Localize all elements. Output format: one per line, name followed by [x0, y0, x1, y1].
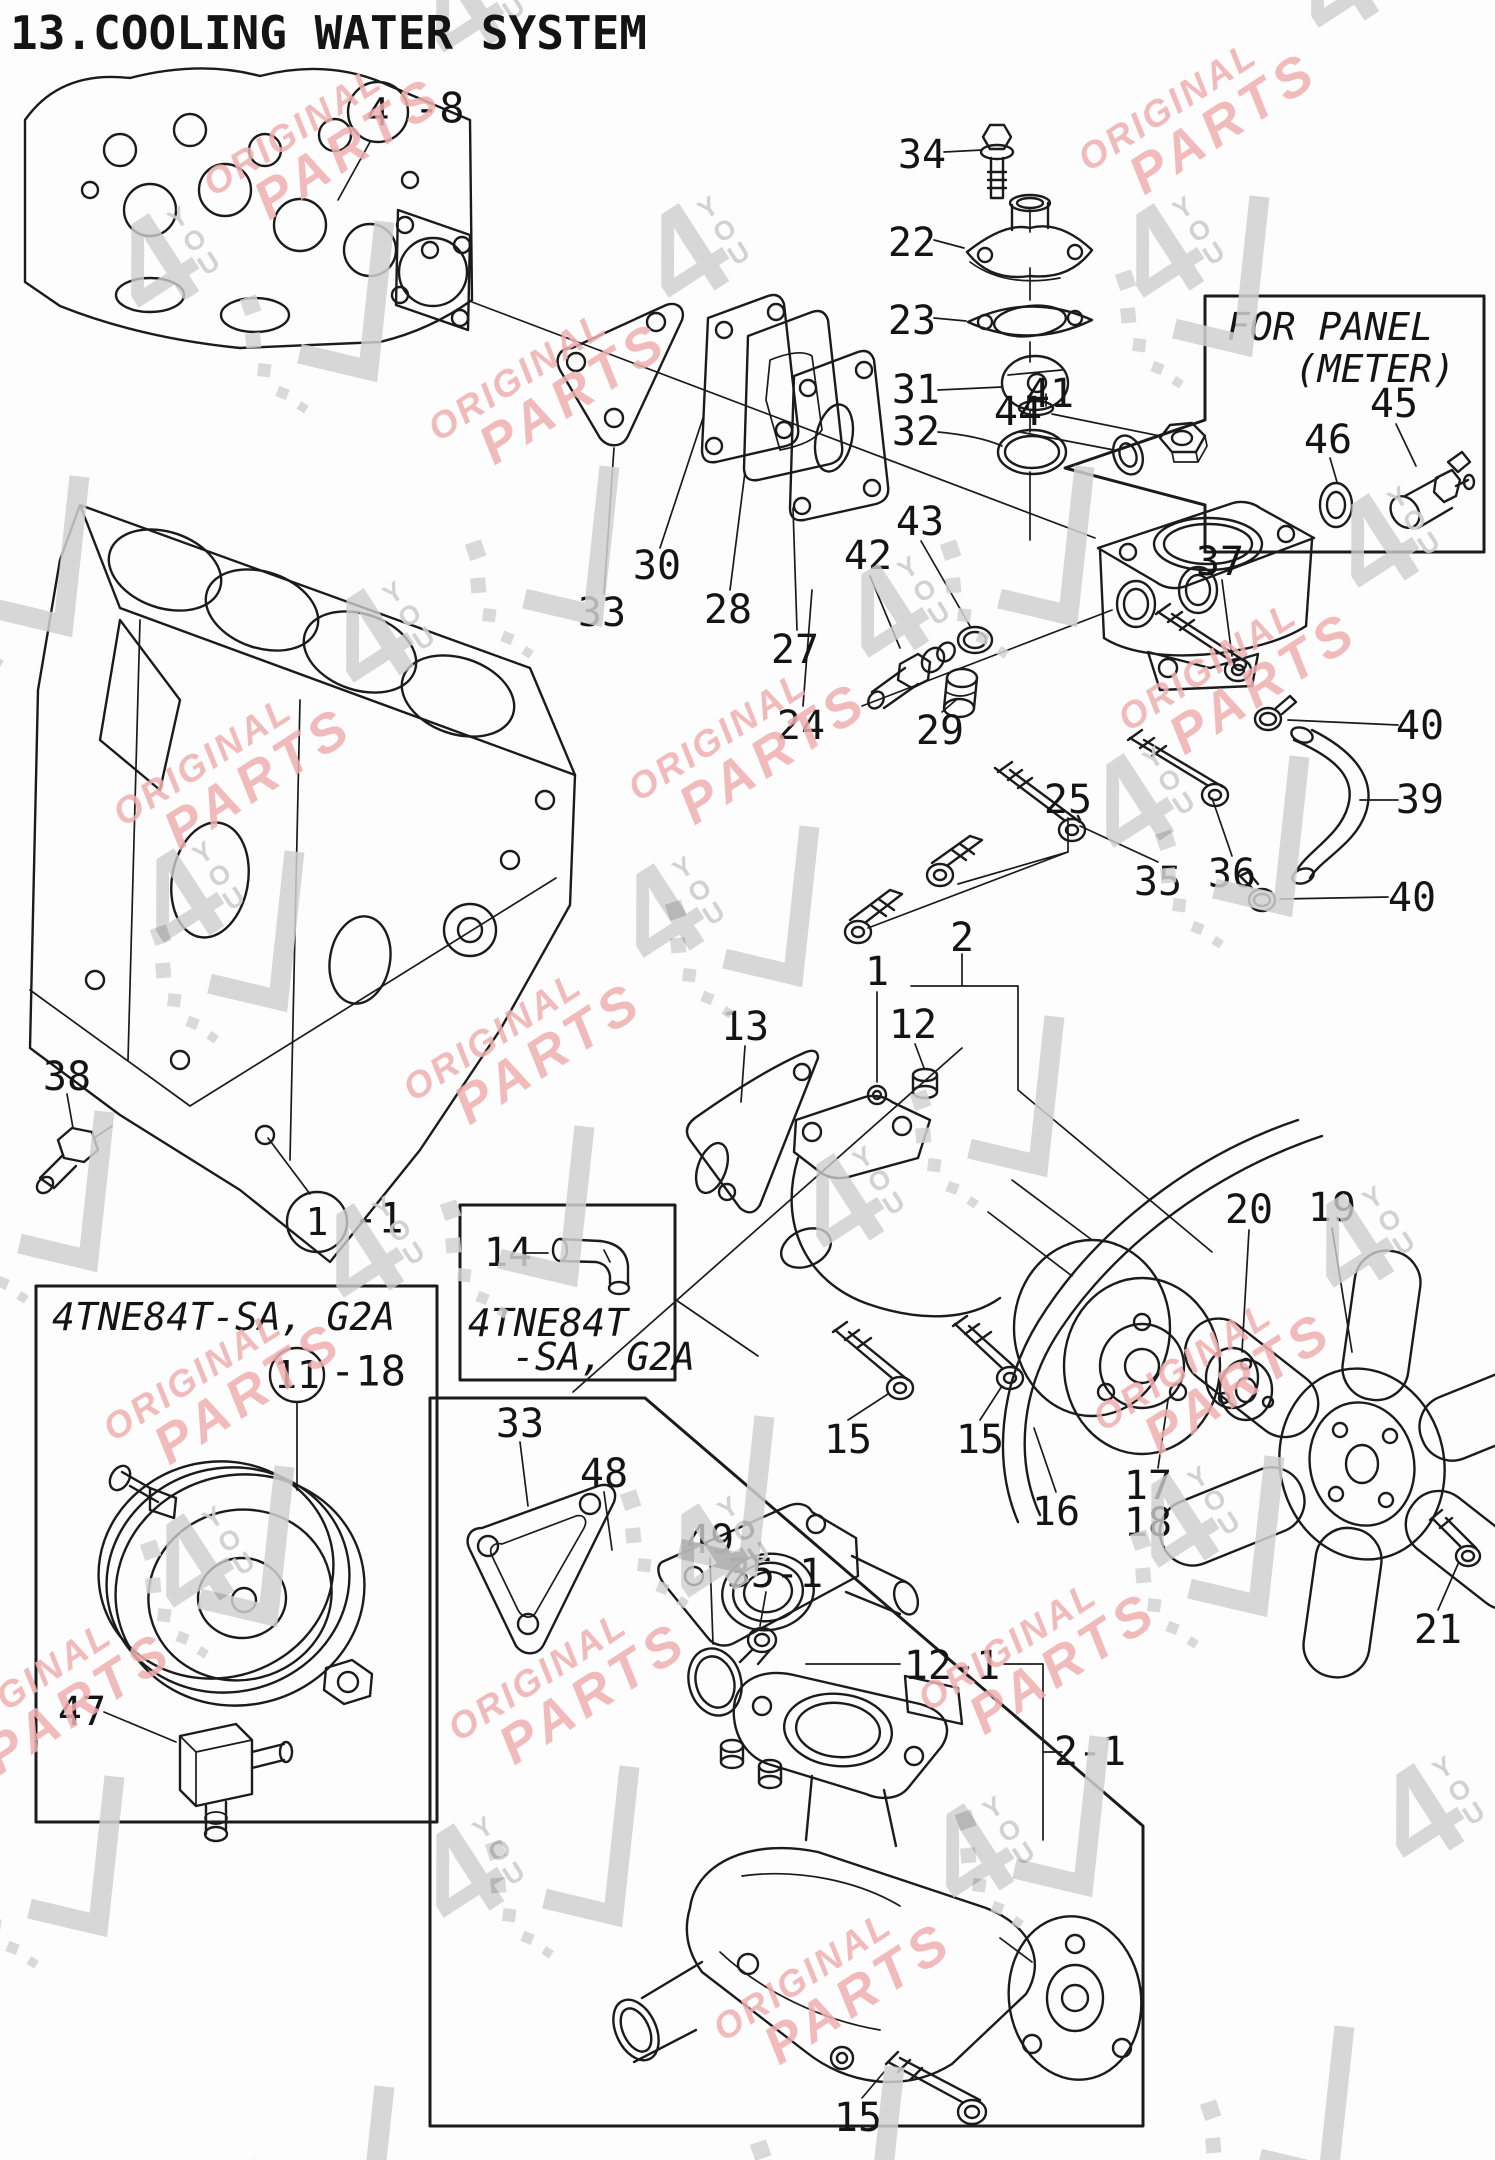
part-callout-33-39: 33: [496, 1401, 544, 1447]
leader-lines: [29, 141, 1459, 2099]
for-panel-label-2: (METER): [1295, 347, 1455, 391]
part-callout-44-5: 44: [994, 389, 1042, 435]
part-callout-31-3: 31: [892, 367, 940, 413]
part-callout-15-31: 15: [956, 1417, 1004, 1463]
part-callout-43-9: 43: [896, 499, 944, 545]
part-callout-23-2: 23: [888, 298, 936, 344]
part-callout-30-12: 30: [633, 543, 681, 589]
part-callout-21-37: 21: [1414, 1607, 1462, 1653]
part-callout-12-1-43: 12-1: [904, 1643, 1000, 1689]
svg-text:-1: -1: [353, 1194, 404, 1243]
part-callout-2-27: 2: [950, 915, 974, 961]
part-callout-48-40: 48: [580, 1451, 628, 1497]
part-callout-24-16: 24: [777, 703, 825, 749]
part-callout-42-10: 42: [844, 533, 892, 579]
part-callout-38-24: 38: [43, 1054, 91, 1100]
page-title: 13.COOLING WATER SYSTEM: [10, 6, 647, 60]
for-panel-label-1: FOR PANEL: [1227, 305, 1433, 349]
part-callout-16-32: 16: [1032, 1489, 1080, 1535]
svg-text:11: 11: [274, 1353, 320, 1397]
part-callout-19-36: 19: [1308, 1185, 1356, 1231]
svg-text:-18: -18: [330, 1347, 406, 1396]
part-callout-27-15: 27: [771, 627, 819, 673]
gasket-stack-drawing: [556, 293, 890, 522]
oil-cooler-box: 4TNE84T-SA, G2A: [34, 1284, 439, 1843]
lower-assembly-box: [428, 1396, 1145, 2128]
part-callout-46-7: 46: [1304, 417, 1352, 463]
part-callout-15-45: 15: [834, 2095, 882, 2141]
part-callout-17-33: 17: [1124, 1463, 1172, 1509]
svg-text:4: 4: [367, 90, 390, 134]
part-callout-40-23: 40: [1388, 875, 1436, 921]
part-callout-45-8: 45: [1370, 381, 1418, 427]
assembly-ref-11: 11-18: [268, 1347, 406, 1404]
cylinder-head-drawing: [23, 67, 474, 350]
part-callout-35-1-42: 35-1: [727, 1551, 823, 1597]
part-callout-32-4: 32: [892, 409, 940, 455]
elbow-box-label-2: -SA, G2A: [512, 1335, 695, 1379]
part-callout-14-29: 14: [484, 1230, 532, 1276]
part-callout-36-20: 36: [1208, 851, 1256, 897]
part-callout-47-38: 47: [58, 1689, 106, 1735]
part-callout-41-6: 41: [1026, 371, 1074, 417]
svg-text:1: 1: [306, 1200, 329, 1244]
part-callout-33-13: 33: [578, 590, 626, 636]
part-callout-25-18: 25: [1044, 777, 1092, 823]
for-panel-box: FOR PANEL (METER): [1063, 294, 1486, 554]
part-callout-13-25: 13: [721, 1004, 769, 1050]
part-callout-39-22: 39: [1396, 777, 1444, 823]
part-callout-28-14: 28: [704, 587, 752, 633]
engine-block-drawing: [28, 503, 577, 1264]
part-callout-2-1-44: 2-1: [1054, 1729, 1126, 1775]
part-callout-34-0: 34: [898, 132, 946, 178]
part-callout-40-21: 40: [1396, 703, 1444, 749]
assembly-ref-4: 4 -8: [346, 80, 465, 144]
thermostat-housing-drawing: [843, 500, 1370, 945]
elbow-box-label-1: 4TNE84T: [468, 1301, 630, 1345]
part-callout-12-28: 12: [889, 1002, 937, 1048]
water-pump-drawing: [35, 1049, 1495, 1679]
part-callout-1-26: 1: [865, 949, 889, 995]
part-callout-20-35: 20: [1225, 1187, 1273, 1233]
thermostat-column-drawing: [965, 123, 1208, 476]
assembly-callouts: 4 -8 1 -1 11-18: [268, 80, 465, 1404]
part-callout-18-34: 18: [1124, 1500, 1172, 1546]
svg-text:-8: -8: [414, 84, 465, 133]
part-callout-35-19: 35: [1134, 859, 1182, 905]
assembly-ref-1: 1 -1: [285, 1190, 404, 1254]
oil-cooler-box-label: 4TNE84T-SA, G2A: [52, 1295, 395, 1339]
part-callout-15-30: 15: [824, 1417, 872, 1463]
fan-drawing: [1158, 1249, 1495, 1679]
part-callout-22-1: 22: [888, 220, 936, 266]
part-callout-29-17: 29: [916, 708, 964, 754]
part-callout-37-11: 37: [1196, 539, 1244, 585]
